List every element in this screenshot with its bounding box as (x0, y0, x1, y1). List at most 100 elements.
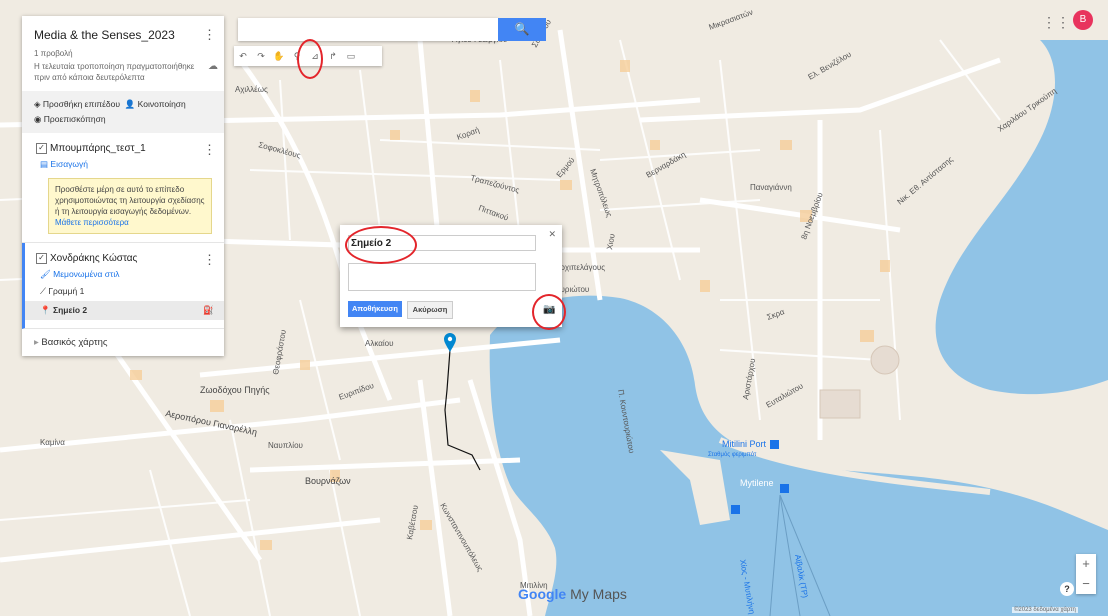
import-icon: ▤ (40, 159, 49, 170)
ferry-route-1 (779, 494, 831, 616)
feature-label: Σημείο 2 (52, 305, 88, 316)
layers-icon: ◈ (34, 99, 41, 109)
add-layer-label: Προσθήκη επιπέδου (42, 99, 120, 109)
share-label: Κοινοποίηση (137, 99, 186, 109)
hint-text: Προσθέστε μέρη σε αυτό το επίπεδο χρησιμ… (55, 185, 205, 217)
brand-mymaps: My Maps (570, 586, 627, 602)
port-terminal (819, 345, 900, 419)
map-copyright: ©2023 δεδομένα χάρτη (1012, 607, 1078, 613)
poi-label: Mitilini Port (722, 439, 767, 449)
feature-line-item[interactable]: ⟋ Γραμμή 1 (40, 286, 214, 297)
layer-item: ⋮ ✓Μπουμπάρης_τεστ_1 ▤ Εισαγωγή Προσθέστ… (22, 133, 224, 244)
street-label: Χιου (605, 233, 617, 250)
add-layer-button[interactable]: ◈ Προσθήκη επιπέδου (34, 99, 120, 109)
map-pin-small-icon: 📍 (40, 305, 51, 316)
search-icon: 🔍 (514, 22, 530, 36)
panel-header: Media & the Senses_2023 ⋮ 1 προβολή Η τε… (22, 16, 224, 91)
hand-pan-icon[interactable]: ✋ (273, 51, 285, 61)
place-edit-dialog: ✕ Αποθήκευση Ακύρωση 📷 (340, 225, 562, 327)
learn-more-link[interactable]: Μάθετε περισσότερα (55, 218, 129, 228)
zoom-out-button[interactable]: − (1082, 576, 1090, 591)
apps-grid-icon[interactable]: ⋮⋮ (1042, 14, 1070, 30)
layer-header: ✓Μπουμπάρης_τεστ_1 (36, 143, 214, 155)
map-options-kebab-icon[interactable]: ⋮ (203, 27, 216, 42)
import-link[interactable]: ▤ Εισαγωγή (40, 159, 214, 170)
share-button[interactable]: 👤 Κοινοποίηση (125, 99, 186, 109)
street-label: Μιτιλίνη (520, 581, 548, 590)
layer-item-active: ⋮ ✓Χονδράκης Κώστας 🖌 Μεμονωμένα στιλ ⟋ … (22, 243, 224, 330)
paint-roller-icon: 🖌 (40, 269, 51, 280)
layer-name[interactable]: Χονδράκης Κώστας (50, 253, 138, 265)
street-label: Βουρνάζων (305, 476, 351, 486)
feature-label: Γραμμή 1 (48, 286, 85, 297)
paint-bucket-icon[interactable]: ⛽ (203, 305, 214, 316)
red-circle-annotation (532, 294, 566, 330)
search-button[interactable]: 🔍 (498, 18, 546, 41)
street-label: Ζωοδόχου Πηγής (200, 385, 270, 395)
drawn-line-1 (444, 349, 481, 471)
red-circle-annotation (297, 39, 323, 79)
street-label: Παναγιάννη (750, 183, 792, 192)
preview-label: Προεπισκόπηση (43, 114, 106, 124)
map-layers-panel: Media & the Senses_2023 ⋮ 1 προβολή Η τε… (22, 16, 224, 357)
style-link[interactable]: 🖌 Μεμονωμένα στιλ (40, 269, 214, 280)
brand-google: Google (518, 586, 567, 602)
style-label: Μεμονωμένα στιλ (53, 269, 120, 280)
expand-arrow-icon: ▸ (34, 337, 39, 349)
street-label: Καμίνα (40, 438, 65, 447)
layer-visibility-checkbox[interactable]: ✓ (36, 143, 47, 155)
street-label: Αλκαίου (365, 339, 393, 348)
measure-ruler-icon[interactable]: ▭ (346, 51, 356, 61)
zoom-control: + − (1076, 554, 1096, 594)
pier (660, 450, 730, 525)
ferry-route-2 (769, 494, 781, 616)
search-input[interactable] (238, 18, 498, 41)
cancel-button[interactable]: Ακύρωση (407, 301, 453, 319)
basemap-label: Βασικός χάρτης (41, 337, 108, 349)
building-blocks (130, 60, 890, 550)
help-button[interactable]: ? (1060, 582, 1074, 596)
zoom-in-button[interactable]: + (1082, 556, 1090, 571)
layer-name[interactable]: Μπουμπάρης_τεστ_1 (50, 143, 146, 154)
poi-label: Σταθμός φεριμπότ (708, 451, 757, 458)
eye-icon: ◉ (34, 114, 42, 124)
layer-hint-note: Προσθέστε μέρη σε αυτό το επίπεδο χρησιμ… (48, 178, 212, 235)
sea-east (935, 40, 1108, 395)
last-edit-status: Η τελευταία τροποποίηση πραγματοποιήθηκε… (34, 62, 195, 82)
sea-harbor (489, 295, 1108, 616)
redo-icon[interactable]: ↷ (257, 51, 265, 61)
avatar[interactable]: B (1073, 10, 1093, 30)
layer-visibility-checkbox[interactable]: ✓ (36, 253, 47, 265)
cloud-saved-icon: ☁ (208, 61, 218, 72)
poi-label: Mytilene (740, 478, 774, 488)
red-circle-annotation (345, 226, 417, 264)
line-icon: ⟋ (40, 286, 46, 297)
save-button[interactable]: Αποθήκευση (348, 301, 402, 317)
import-label: Εισαγωγή (50, 159, 88, 170)
street-label: Αρχιπελάγους (555, 263, 605, 272)
map-title[interactable]: Media & the Senses_2023 (34, 28, 175, 42)
panel-actions: ◈ Προσθήκη επιπέδου 👤 Κοινοποίηση ◉ Προε… (22, 91, 224, 133)
breakwater (718, 437, 991, 495)
ferry-route-3 (779, 494, 801, 616)
map-pin-icon[interactable] (444, 333, 456, 352)
street-grid-fine (0, 39, 1001, 616)
google-my-maps-logo: Google My Maps (518, 586, 627, 602)
layer-options-kebab-icon[interactable]: ⋮ (203, 252, 216, 268)
layer-header: ✓Χονδράκης Κώστας (36, 253, 214, 265)
feature-point-item[interactable]: 📍 Σημείο 2 ⛽ (25, 301, 224, 321)
view-count: 1 προβολή (34, 49, 73, 58)
add-person-icon: 👤 (124, 99, 136, 109)
directions-icon[interactable]: ↱ (329, 51, 337, 61)
street-label: Ναυπλίου (268, 441, 303, 450)
place-description-input[interactable] (348, 263, 536, 291)
street-label: Αχιλλέως (235, 85, 268, 94)
street-label: Κουντουριώτου (535, 285, 589, 294)
undo-icon[interactable]: ↶ (239, 51, 247, 61)
layer-options-kebab-icon[interactable]: ⋮ (203, 142, 216, 157)
preview-button[interactable]: ◉ Προεπισκόπηση (34, 114, 106, 124)
basemap-toggle[interactable]: ▸ Βασικός χάρτης (22, 329, 224, 356)
port-marker-icon (731, 440, 789, 514)
close-icon[interactable]: ✕ (548, 229, 556, 239)
